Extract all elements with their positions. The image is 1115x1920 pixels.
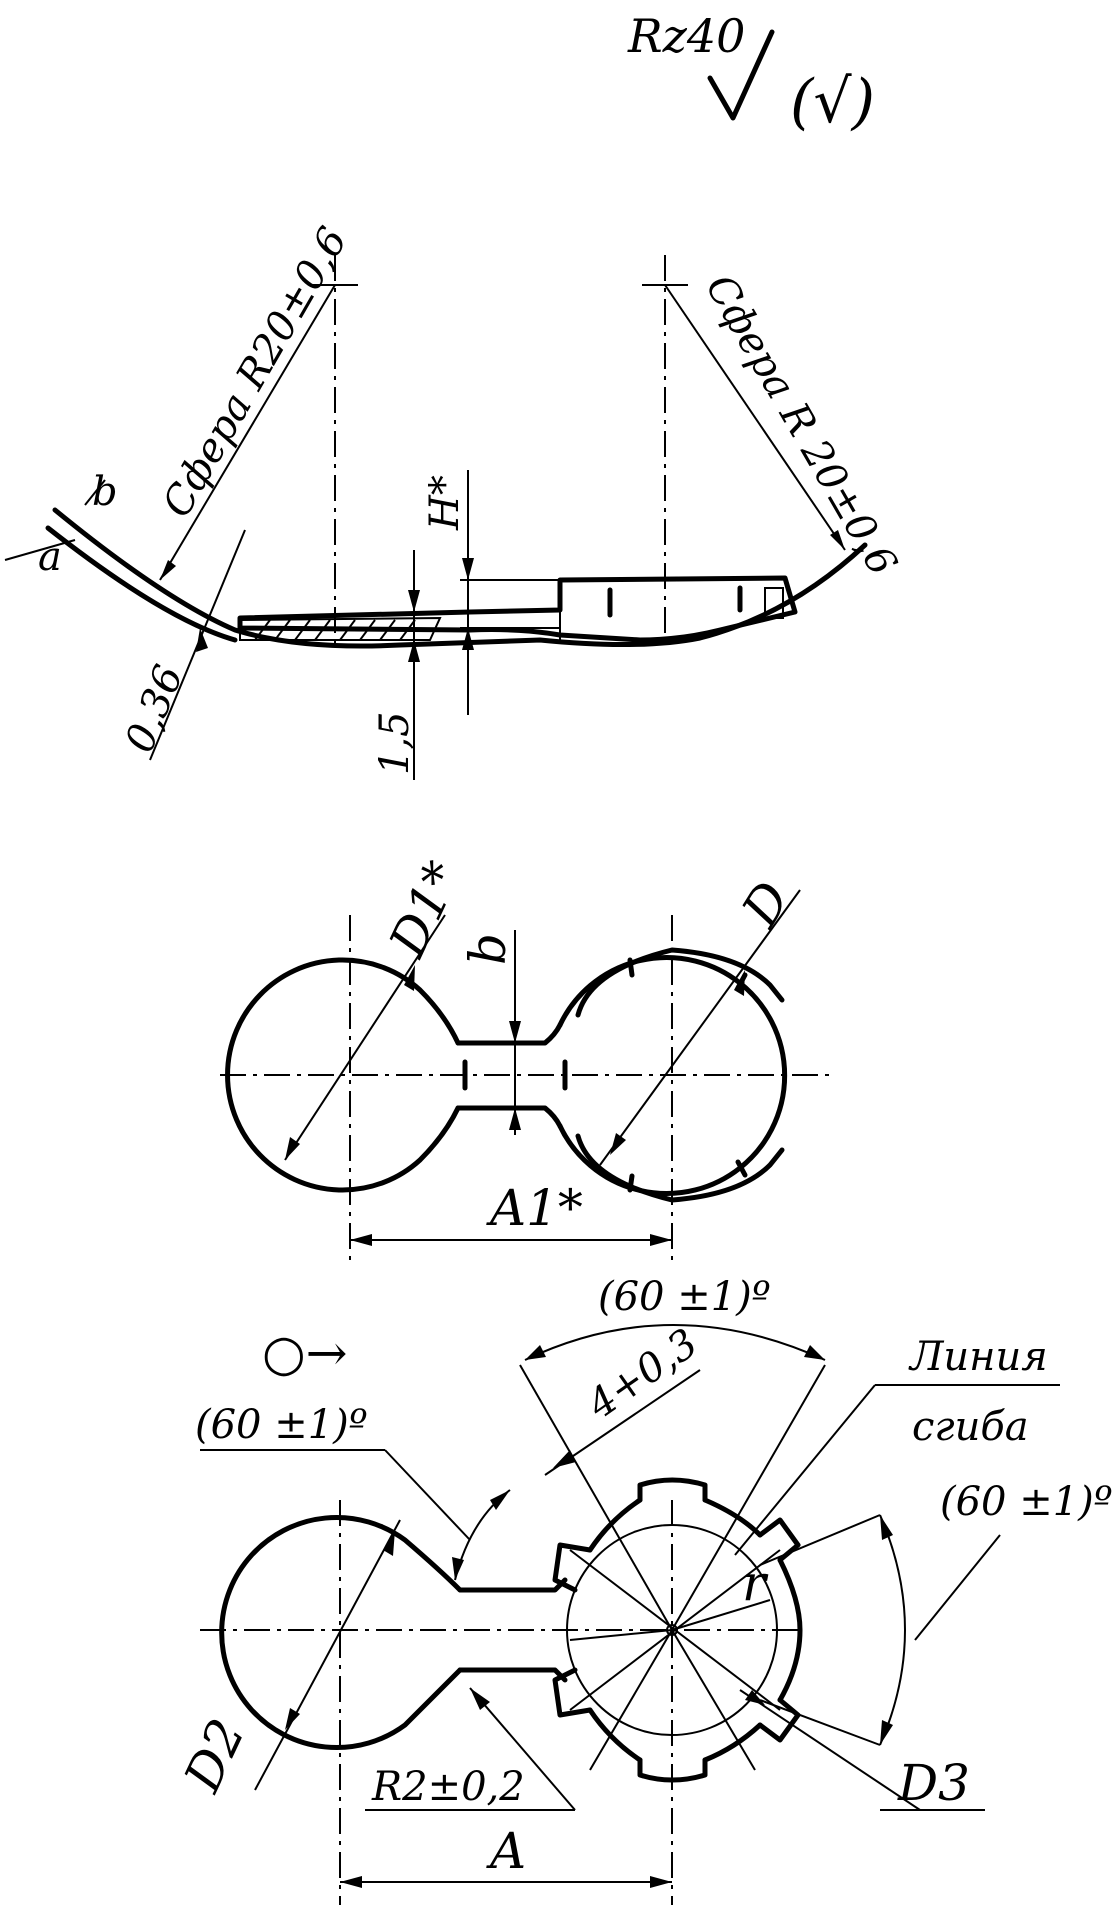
sphere-outer-2 (45, 525, 238, 643)
right-outer-ring-bottom (575, 1133, 785, 1203)
angle-right-label: (60 ±1)º (940, 1479, 1113, 1525)
sphere-left-label: Сфера R20±0,6 (154, 220, 357, 525)
angle-top-label: (60 ±1)º (598, 1274, 771, 1320)
arrow-radius-left (160, 560, 176, 580)
bend-circle (566, 1524, 778, 1736)
height-label: H* (422, 475, 468, 531)
rotation-symbol: ○→ (262, 1324, 348, 1382)
arrow-a1-right (650, 1234, 672, 1246)
arrow-d2-b (383, 1530, 395, 1556)
d2-leader (254, 1519, 401, 1791)
blank-view: ○→ (60 ±1)º 4+0,3 (173, 1274, 1113, 1905)
d2-label: D2 (173, 1710, 256, 1801)
depth-label: 1,5 (372, 711, 418, 775)
d-leader (599, 889, 801, 1166)
hatched-zone (239, 616, 442, 641)
angle-right-ext-bottom (759, 1699, 881, 1746)
arrow-a-right (650, 1876, 672, 1888)
arrow-angle-right-a (880, 1515, 893, 1540)
hatching (254, 619, 416, 641)
arrow-angle-top-r (804, 1345, 825, 1360)
arrow-angle-top-l (525, 1345, 546, 1360)
arrow-fillet (470, 1688, 490, 1710)
arrow-angle-left-b (490, 1490, 510, 1510)
part-body (237, 575, 798, 643)
d3-label: D3 (897, 1754, 970, 1812)
arrow-d3 (745, 1690, 765, 1705)
radius-leader-right (664, 284, 846, 551)
tol-a: a (38, 534, 62, 580)
d1-leader (284, 914, 446, 1161)
arrow-a-left (340, 1876, 362, 1888)
tol-line-b (84, 479, 106, 506)
angle-right-ext-top (759, 1514, 881, 1566)
arrow-thickness (196, 628, 208, 652)
arrow-d1-a (285, 1137, 300, 1160)
angle-right-leader (914, 1534, 1001, 1641)
arrow-depth-bottom (408, 640, 420, 662)
check-mark-main (707, 29, 775, 121)
ring-tick-3 (627, 1173, 635, 1193)
thickness-label: 0,36 (117, 659, 193, 759)
arrow-d-a (610, 1133, 626, 1155)
angle-arc-right (879, 1514, 906, 1746)
angle-arc-top (524, 1324, 826, 1361)
tol-b: b (92, 469, 118, 515)
a1-label: A1* (486, 1179, 583, 1237)
bridge-bottom (455, 1105, 563, 1129)
arrow-h-top (462, 558, 474, 580)
a-label: A (486, 1822, 526, 1880)
r-leader (671, 1599, 771, 1631)
sphere-outer (52, 507, 868, 649)
ring-tick-4 (735, 1159, 748, 1178)
angle-left-leader (384, 1449, 471, 1541)
star-outline (587, 1497, 803, 1763)
section-view: Сфера R20±0,6 Сфера R 20±0,6 a b 0,36 H*… (4, 220, 905, 780)
arrow-b-bottom (509, 1108, 521, 1130)
roughness-rest: (√) (790, 67, 875, 137)
arrow-h-bottom (462, 628, 474, 650)
tab-width-label: 4+0,3 (579, 1320, 707, 1429)
neck-top (457, 1577, 568, 1593)
arrow-d-b (734, 970, 745, 996)
fillet-label: R2±0,2 (371, 1764, 525, 1810)
d-label: D (730, 872, 801, 938)
arrow-d1-b (404, 965, 415, 991)
arrow-depth-top (408, 590, 420, 612)
r-label: r (742, 1554, 769, 1612)
tol-line-a (4, 539, 76, 561)
ring-tick-1 (627, 957, 635, 978)
sphere-right-label: Сфера R 20±0,6 (696, 267, 905, 583)
arrow-angle-right-b (880, 1720, 893, 1745)
arrow-a1-left (350, 1234, 372, 1246)
star-tabs (552, 1477, 801, 1783)
tab-edge (764, 587, 784, 619)
bend-line-label-1: Линия (908, 1334, 1048, 1380)
arrow-d2-a (285, 1708, 300, 1730)
arrow-tab-width (553, 1450, 576, 1468)
bridge-top (455, 1022, 563, 1046)
roughness-symbol: Rz40 (√) (627, 9, 875, 137)
arrow-radius-right (830, 530, 845, 550)
angle-arc-left (454, 1489, 511, 1581)
bend-line-label-2: сгиба (912, 1404, 1029, 1450)
plan-left-disc (225, 957, 461, 1193)
d3-leader (739, 1689, 921, 1811)
arrow-angle-left-a (452, 1557, 464, 1580)
arrow-b-top (509, 1021, 521, 1043)
neck-bottom (457, 1667, 568, 1683)
d1-label: D1* (378, 853, 472, 966)
radius-leader-left (159, 284, 336, 581)
angle-left-label: (60 ±1)º (195, 1402, 368, 1448)
roughness-value: Rz40 (627, 9, 745, 63)
right-outer-ring-top (575, 947, 785, 1018)
plan-view: D1* b D A1* (220, 853, 835, 1260)
bend-line-leader (734, 1384, 876, 1556)
b-label: b (459, 933, 517, 965)
fillet-leader (469, 1687, 576, 1811)
